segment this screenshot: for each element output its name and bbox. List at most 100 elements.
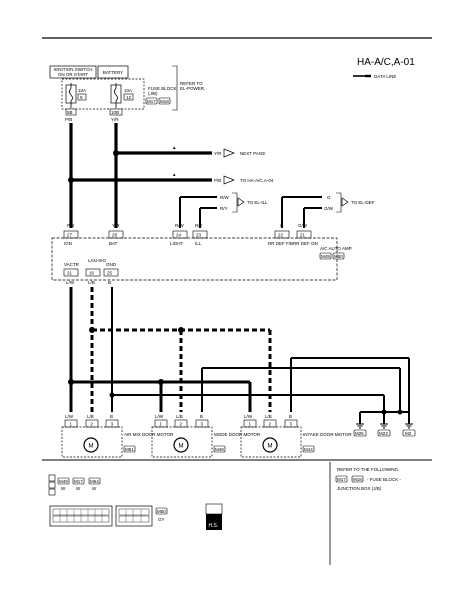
svg-text:B: B xyxy=(110,414,113,419)
refer-label-2: EL-POWER. xyxy=(180,86,205,91)
legend-color-1: W xyxy=(61,486,66,491)
motor-icon: M xyxy=(89,444,94,450)
wire-yr-top: Y/R xyxy=(111,117,119,122)
ref-label-2: - FUSE BLOCK - xyxy=(367,477,402,482)
air-mix-motor-conn: M51 xyxy=(125,447,134,452)
amp-pin-wire-bat: Y/R xyxy=(112,223,120,228)
refer-bracket xyxy=(172,65,178,111)
amp-label-ill: ILL xyxy=(195,241,202,246)
svg-text:M23: M23 xyxy=(379,431,388,436)
intake-door-motor: M xyxy=(240,426,302,458)
fuse-left-num: 9 xyxy=(80,95,83,100)
fuse-block-label-2: (J/B) xyxy=(148,91,158,96)
amp-pin-wire-ill: R/Y xyxy=(195,223,203,228)
ground-m25: M25 xyxy=(353,423,367,437)
diagram-title: HA-A/C,A-01 xyxy=(357,57,415,68)
amp-conn-m49: M49 xyxy=(321,254,330,259)
svg-text:3: 3 xyxy=(290,422,293,427)
mode-door-motor: M xyxy=(151,426,213,458)
svg-text:1: 1 xyxy=(249,422,252,427)
legend-conn-m49: M49 xyxy=(59,479,68,484)
wire-pb-top: P/B xyxy=(65,117,72,122)
next-page-label: NEXT PAGE xyxy=(240,151,265,156)
fuse-left-amp: 10A xyxy=(78,88,86,93)
fuse-right-amp: 10A xyxy=(124,88,132,93)
legend-color-3: W xyxy=(92,486,97,491)
svg-text:B: B xyxy=(289,414,292,419)
to-ha04-label: TO HA-A/C,A-04 xyxy=(240,178,274,183)
battery-label: BATTERY xyxy=(103,70,123,75)
intake-motor-name: INTAKE DOOR MOTOR xyxy=(303,432,352,437)
conn-m17: M17 xyxy=(147,99,156,104)
refer-label-1: REFER TO xyxy=(180,81,203,86)
amp-label-light: LIGHT xyxy=(170,241,184,246)
ref-label-1: REFER TO THE FOLLOWING. xyxy=(337,467,399,472)
ref-label-3: JUNCTION BOX (J/B) xyxy=(337,486,382,491)
amp-pin-wire-rrdef-fb: G xyxy=(280,223,284,228)
svg-text:1: 1 xyxy=(160,422,163,427)
to-el-ill-label: TO EL-ILL xyxy=(247,200,268,205)
amp-pin-num-rrdef-fb: 22 xyxy=(278,233,284,238)
svg-text:M25: M25 xyxy=(355,431,364,436)
amp-pin-num-light: 24 xyxy=(176,233,182,238)
ignition-switch-box xyxy=(49,65,97,79)
amp-label-bat: BAT xyxy=(109,241,118,246)
amp-pin-num-ign: 27 xyxy=(67,233,73,238)
mode-motor-name: MODE DOOR MOTOR xyxy=(214,432,261,437)
amp-label-vactr: VACTR xyxy=(64,262,80,267)
intake-motor-conn: M44 xyxy=(304,447,313,452)
wire-gw-branch: G/W xyxy=(324,206,334,211)
amp-pin-wire-light: R/W xyxy=(175,223,185,228)
legend-small-connector xyxy=(48,474,56,496)
motor-icon: M xyxy=(179,444,184,450)
fuse-block-label-1: FUSE BLOCK xyxy=(148,86,177,91)
ha04-arrow xyxy=(223,175,235,185)
amp-name: A/C AUTO AMP. xyxy=(320,246,352,251)
amp-label-rrdef-on: RR DEF ON xyxy=(293,241,318,246)
legend-conn-m17: M17 xyxy=(74,479,83,484)
wire-rw-branch: R/W xyxy=(220,195,230,200)
svg-text:L/W: L/W xyxy=(244,414,253,419)
amp-label-lansig: LAN-SIG xyxy=(88,258,107,263)
amp-pin-wire-ign: P/B xyxy=(67,223,74,228)
battery-box xyxy=(97,65,129,79)
data-line-label: DATA LINE xyxy=(374,74,396,79)
svg-text:▲: ▲ xyxy=(172,145,176,150)
amp-pin-num-ill: 23 xyxy=(196,233,202,238)
amp-wire-b: B xyxy=(108,280,111,285)
svg-text:2: 2 xyxy=(269,422,272,427)
legend-color-2: W xyxy=(76,486,81,491)
legend-conn-m50: M50 xyxy=(157,509,166,514)
svg-text:L/B: L/B xyxy=(265,414,272,419)
legend-mid-connector xyxy=(115,505,153,527)
svg-text:1: 1 xyxy=(70,422,73,427)
air-mix-door-motor: M xyxy=(61,426,123,458)
ground-m23: M23 xyxy=(377,423,391,437)
amp-pin-num-gnd: 25 xyxy=(107,271,113,276)
legend-conn-m54: M54 xyxy=(90,479,99,484)
air-mix-motor-name: AIR MIX DOOR MOTOR xyxy=(124,432,174,437)
svg-text:M2: M2 xyxy=(405,431,412,436)
amp-pin-num-vactr: 21 xyxy=(67,271,73,276)
wire-ry-branch: R/Y xyxy=(220,206,228,211)
svg-text:L/B: L/B xyxy=(87,414,94,419)
amp-label-ign: IGN xyxy=(64,241,72,246)
amp-wire-lw: L/W xyxy=(66,280,75,285)
motor-icon: M xyxy=(268,444,273,450)
amp-pin-num-lansig: 16 xyxy=(89,271,95,276)
amp-pin-num-rrdef-on: 21 xyxy=(300,233,306,238)
next-page-arrow xyxy=(223,148,235,158)
conn-5b: 5B xyxy=(67,110,73,115)
svg-text:L/W: L/W xyxy=(65,414,74,419)
conn-10b: 10B xyxy=(111,110,119,115)
svg-text:L/W: L/W xyxy=(155,414,164,419)
amp-wire-lb: L/B xyxy=(88,280,95,285)
svg-text:3: 3 xyxy=(201,422,204,427)
conn-m18: M18 xyxy=(160,99,169,104)
hs-icon: H.S. xyxy=(205,503,223,530)
svg-text:H.S.: H.S. xyxy=(209,523,219,529)
wire-g-branch: G xyxy=(327,195,331,200)
motor-air-mix-pins: L/W L/B B 1 2 3 xyxy=(64,414,119,428)
wire-yr-branch-label: Y/R xyxy=(214,151,222,156)
ignition-label-2: ON OR START xyxy=(58,72,89,77)
